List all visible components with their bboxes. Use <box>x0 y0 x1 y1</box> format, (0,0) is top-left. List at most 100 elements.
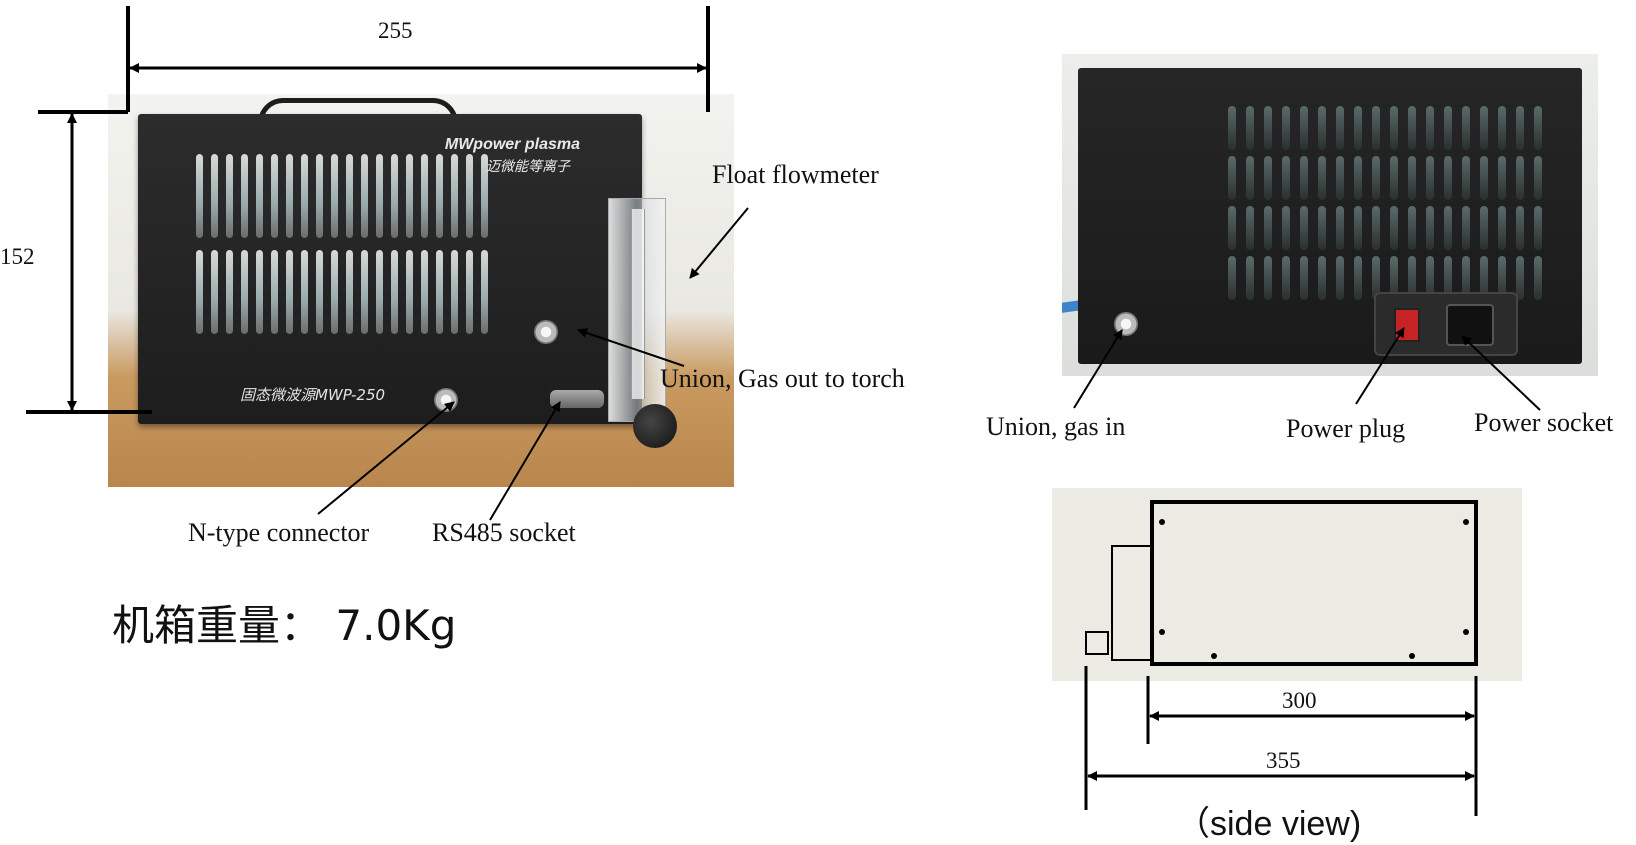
rs485-port <box>550 390 604 408</box>
front-width-dimension <box>126 6 710 112</box>
power-plug-switch <box>1394 308 1420 342</box>
vent-slot <box>1534 206 1542 250</box>
front-callout-leaders <box>317 207 749 521</box>
front-height-value: 152 <box>0 244 35 269</box>
vent-slot <box>436 250 443 334</box>
vent-slot <box>1318 156 1326 200</box>
vent-slot <box>1516 106 1524 150</box>
weight-value: 7.0Kg <box>335 601 457 650</box>
vent-slot <box>1228 156 1236 200</box>
vent-slot <box>1390 206 1398 250</box>
vent-slot <box>1282 106 1290 150</box>
rear-view-photo <box>1062 54 1598 376</box>
vent-slot <box>1462 256 1470 300</box>
vent-slot <box>1408 206 1416 250</box>
vent-slot <box>1426 156 1434 200</box>
vent-slot <box>226 154 233 238</box>
vent-slot <box>466 250 473 334</box>
vent-slot <box>451 250 458 334</box>
vent-slot <box>331 154 338 238</box>
callout-power-plug: Power plug <box>1286 414 1406 443</box>
vent-slot <box>1372 106 1380 150</box>
vent-slot <box>1264 256 1272 300</box>
vent-slot <box>391 250 398 334</box>
front-height-dimension <box>26 110 152 414</box>
vent-slot <box>1318 206 1326 250</box>
side-dimension-355 <box>1084 666 1475 810</box>
vent-slot <box>271 154 278 238</box>
vent-slot <box>1408 106 1416 150</box>
vent-slot <box>1444 206 1452 250</box>
vent-slot <box>1228 206 1236 250</box>
vent-slot <box>1354 156 1362 200</box>
power-panel <box>1374 292 1518 356</box>
vent-slot <box>1372 256 1380 300</box>
vent-slot <box>226 250 233 334</box>
vent-slot <box>1300 206 1308 250</box>
rear-callout-leaders <box>1073 327 1541 411</box>
vent-slot <box>196 250 203 334</box>
side-view-caption: （side view) <box>1176 805 1362 843</box>
vent-slot <box>1318 256 1326 300</box>
vent-slot <box>1300 256 1308 300</box>
vent-slot <box>196 154 203 238</box>
vent-slot <box>1282 256 1290 300</box>
vent-slot <box>1336 106 1344 150</box>
vent-slot <box>316 250 323 334</box>
vent-slot <box>406 154 413 238</box>
vent-slot <box>316 154 323 238</box>
vent-slot <box>1498 256 1506 300</box>
case-weight: 机箱重量： 7.0Kg <box>112 592 456 653</box>
vent-slot <box>481 154 488 238</box>
vent-slot <box>1354 106 1362 150</box>
vent-slot <box>301 154 308 238</box>
vent-slot <box>256 250 263 334</box>
flowmeter-knob <box>633 404 677 448</box>
vent-slot <box>1426 256 1434 300</box>
vent-slot <box>391 154 398 238</box>
vent-slot <box>1354 256 1362 300</box>
vent-slot <box>1372 206 1380 250</box>
front-width-value: 255 <box>378 18 413 43</box>
vent-slot <box>1516 156 1524 200</box>
vent-slot <box>1390 256 1398 300</box>
vent-slot <box>1246 156 1254 200</box>
front-vent-top <box>196 154 488 238</box>
vent-slot <box>1444 106 1452 150</box>
side-body-length: 300 <box>1282 688 1317 713</box>
weight-label: 机箱重量： <box>112 601 323 650</box>
vent-slot <box>1408 156 1416 200</box>
vent-slot <box>361 250 368 334</box>
gas-out-union <box>534 320 558 344</box>
vent-slot <box>1354 206 1362 250</box>
callout-rs485-socket: RS485 socket <box>432 518 576 547</box>
vent-slot <box>1300 106 1308 150</box>
vent-slot <box>331 250 338 334</box>
brand-name-cn: 迈微能等离子 <box>486 159 570 175</box>
vent-slot <box>286 250 293 334</box>
vent-slot <box>1462 206 1470 250</box>
rear-vent-row-3 <box>1228 206 1542 250</box>
vent-slot <box>1318 106 1326 150</box>
vent-slot <box>1282 206 1290 250</box>
vent-slot <box>1444 256 1452 300</box>
vent-slot <box>466 154 473 238</box>
vent-slot <box>1372 156 1380 200</box>
vent-slot <box>1336 256 1344 300</box>
brand-name: MWpower plasma <box>444 136 580 153</box>
vent-slot <box>1246 206 1254 250</box>
callout-union-gas-out: Union, Gas out to torch <box>660 364 905 393</box>
vent-slot <box>1516 206 1524 250</box>
vent-slot <box>451 154 458 238</box>
vent-slot <box>1534 106 1542 150</box>
vent-slot <box>256 154 263 238</box>
vent-slot <box>1534 256 1542 300</box>
front-vent-bottom <box>196 250 488 334</box>
callout-float-flowmeter: Float flowmeter <box>712 160 879 189</box>
device-front-panel: MWpower plasma 迈微能等离子 固态微波源MWP-250 <box>138 114 642 424</box>
vent-slot <box>1498 206 1506 250</box>
vent-slot <box>1390 106 1398 150</box>
side-view-outline <box>1085 500 1478 666</box>
vent-slot <box>271 250 278 334</box>
